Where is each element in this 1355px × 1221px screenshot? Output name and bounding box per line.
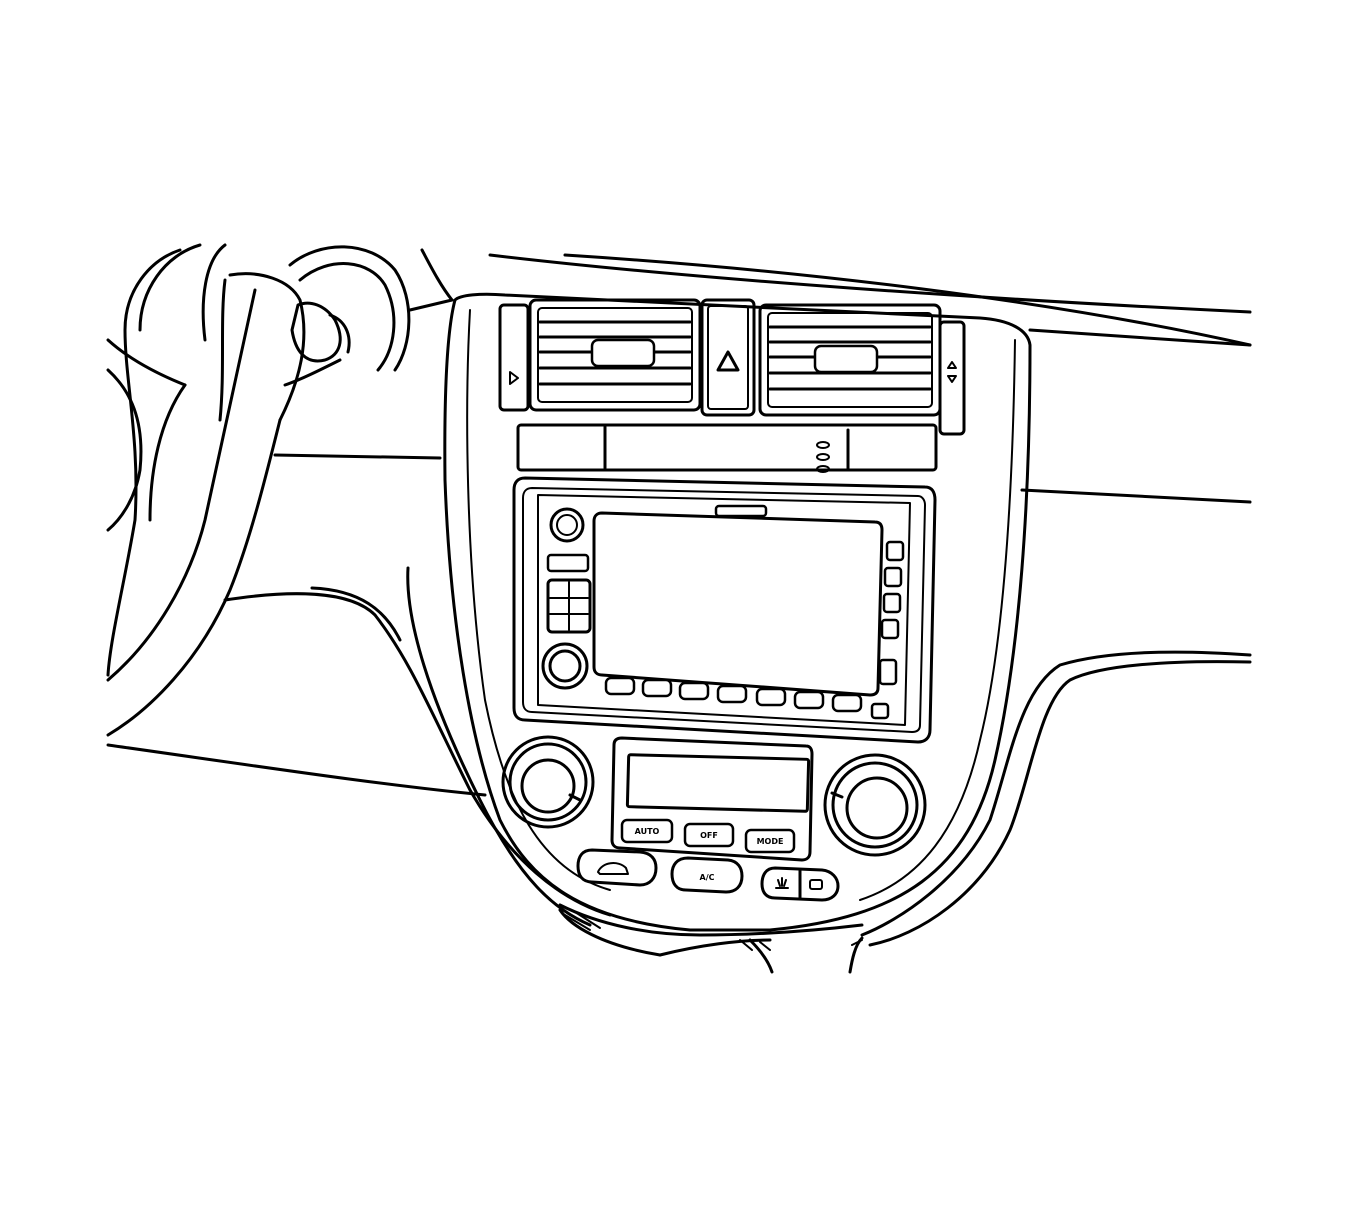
side-button[interactable] bbox=[885, 540, 905, 562]
preset-button-7[interactable] bbox=[831, 693, 863, 713]
recirculation-icon bbox=[597, 862, 629, 875]
volume-knob[interactable] bbox=[549, 507, 585, 543]
lower-console-detail bbox=[564, 911, 863, 951]
mode-button-label: MODE bbox=[757, 837, 784, 846]
off-button[interactable]: OFF bbox=[683, 822, 735, 848]
navigation-radio-unit bbox=[512, 476, 937, 744]
front-defrost-button[interactable] bbox=[775, 877, 789, 889]
indicator-led bbox=[816, 465, 830, 473]
rear-defrost-icon bbox=[809, 879, 823, 890]
temperature-knob-left[interactable] bbox=[501, 735, 595, 829]
indicator-led bbox=[816, 441, 830, 449]
defrost-buttons bbox=[760, 866, 840, 902]
front-defrost-icon bbox=[775, 877, 789, 889]
vent-side-control-left[interactable] bbox=[498, 303, 530, 412]
mode-button[interactable]: MODE bbox=[744, 828, 796, 854]
auto-button-label: AUTO bbox=[635, 827, 660, 836]
preset-button-2[interactable] bbox=[641, 678, 673, 698]
vent-side-control-right[interactable] bbox=[938, 320, 966, 436]
side-button[interactable] bbox=[883, 566, 903, 588]
vent-arrow-icon bbox=[509, 371, 519, 385]
hazard-button[interactable] bbox=[700, 298, 756, 417]
side-button[interactable] bbox=[880, 618, 900, 640]
eject-button[interactable] bbox=[870, 702, 890, 720]
climate-display bbox=[625, 753, 811, 813]
climate-control-panel: AUTO OFF MODE A/C bbox=[501, 735, 927, 902]
air-vent-left[interactable] bbox=[528, 298, 702, 412]
display-screen[interactable] bbox=[592, 511, 884, 697]
side-button[interactable] bbox=[878, 658, 898, 686]
recirculation-button[interactable] bbox=[576, 848, 658, 887]
ac-button-label: A/C bbox=[700, 873, 715, 882]
side-button[interactable] bbox=[882, 592, 902, 614]
center-bezel bbox=[443, 292, 1032, 932]
source-button[interactable] bbox=[546, 553, 590, 573]
auto-button[interactable]: AUTO bbox=[620, 818, 674, 844]
tune-knob[interactable] bbox=[541, 642, 589, 690]
air-vent-right[interactable] bbox=[758, 303, 942, 417]
rear-defrost-button[interactable] bbox=[809, 879, 823, 890]
indicator-strip bbox=[516, 423, 938, 473]
directional-pad[interactable] bbox=[546, 578, 592, 634]
preset-button-6[interactable] bbox=[793, 690, 825, 710]
preset-button-5[interactable] bbox=[755, 687, 787, 707]
dashboard-outline bbox=[106, 248, 1252, 974]
disc-slot[interactable] bbox=[714, 504, 768, 518]
vent-adjust-tab-right[interactable] bbox=[813, 344, 879, 374]
preset-button-3[interactable] bbox=[678, 681, 710, 701]
hazard-triangle-icon bbox=[716, 350, 740, 372]
vent-arrow-icon bbox=[947, 361, 957, 383]
preset-button-4[interactable] bbox=[716, 684, 748, 704]
indicator-led bbox=[816, 453, 830, 461]
vent-adjust-tab-left[interactable] bbox=[590, 338, 656, 368]
steering-wheel bbox=[106, 243, 411, 737]
preset-button-1[interactable] bbox=[604, 676, 636, 696]
fan-knob-right[interactable] bbox=[823, 753, 927, 857]
off-button-label: OFF bbox=[700, 831, 718, 840]
ac-button[interactable]: A/C bbox=[670, 856, 744, 894]
